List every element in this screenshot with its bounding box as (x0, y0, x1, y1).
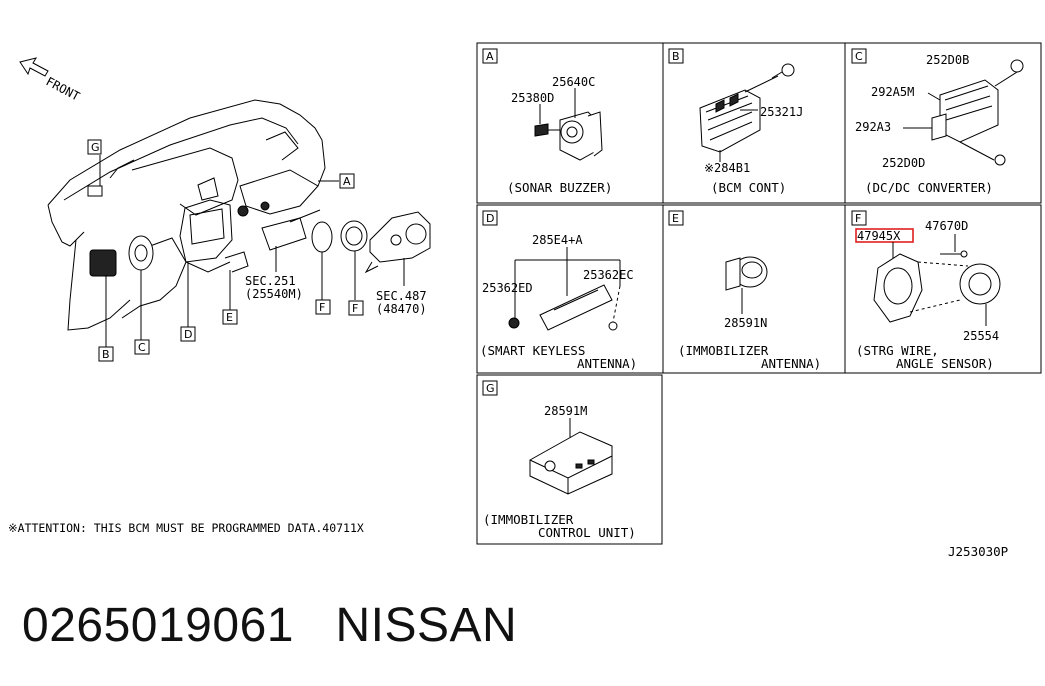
part-25380d: 25380D (511, 91, 554, 105)
svg-text:E: E (226, 311, 233, 324)
svg-text:F: F (352, 302, 358, 315)
part-292a3: 292A3 (855, 120, 891, 134)
caption-bcm-cont: (BCM CONT) (711, 180, 786, 195)
caption-smart-keyless-1: (SMART KEYLESS (480, 343, 585, 358)
part-28591n: 28591N (724, 316, 767, 330)
callout-g: G (87, 139, 102, 155)
callout-c: C (134, 339, 150, 355)
callout-d: D (180, 326, 196, 342)
caption-sonar-buzzer: (SONAR BUZZER) (507, 180, 612, 195)
svg-text:C: C (138, 341, 146, 354)
dashboard-illustration (47, 99, 431, 331)
dcdc-converter-illustration (931, 59, 1024, 166)
immobilizer-antenna-illustration (725, 256, 768, 291)
sec487-part: (48470) (376, 302, 427, 316)
svg-text:F: F (855, 212, 861, 225)
panel-b: B 25321J ※284B1 (BCM CONT) (668, 48, 803, 195)
svg-text:D: D (184, 328, 192, 341)
panel-c: C 252D0B 292A5M 292A3 252D0D (DC/DC CONV… (851, 48, 1024, 195)
panel-d: D 285E4+A 25362ED 25362EC (SMART KEYLESS… (480, 210, 637, 371)
part-25321j: 25321J (760, 105, 803, 119)
panel-grid (476, 42, 1042, 545)
svg-text:G: G (486, 382, 495, 395)
diagram-code: J253030P (948, 544, 1008, 559)
part-28591m: 28591M (544, 404, 587, 418)
part-25362ed: 25362ED (482, 281, 533, 295)
part-25554: 25554 (963, 329, 999, 343)
part-47670d: 47670D (925, 219, 968, 233)
part-292a5m: 292A5M (871, 85, 914, 99)
steering-sensor-illustration (873, 250, 1001, 323)
caption-immobilizer-cu-2: CONTROL UNIT) (538, 525, 636, 540)
footer-brand: NISSAN (335, 599, 518, 652)
footer-gap (294, 599, 336, 652)
callout-e: E (222, 309, 238, 325)
callout-a: A (339, 173, 355, 189)
overview-leaders (99, 155, 405, 347)
caption-strg-wire-1: (STRG WIRE, (856, 343, 939, 358)
part-252d0b: 252D0B (926, 53, 969, 67)
smart-keyless-antenna-illustration (508, 284, 618, 331)
bcm-illustration (699, 63, 795, 153)
sec487-label: SEC.487 (376, 289, 427, 303)
callout-f-1: F (315, 299, 331, 315)
part-252d0d: 252D0D (882, 156, 925, 170)
callout-f-2: F (348, 300, 364, 316)
callout-b: B (98, 346, 114, 362)
sec251-part: (25540M) (245, 287, 303, 301)
svg-text:G: G (91, 141, 100, 154)
footer-part-number: 0265019061 (22, 599, 294, 652)
sonar-buzzer-illustration (534, 111, 603, 161)
caption-smart-keyless-2: ANTENNA) (577, 356, 637, 371)
svg-text:A: A (343, 175, 351, 188)
panel-g: G 28591M (IMMOBILIZER CONTROL UNIT) (482, 380, 636, 540)
dashboard-overview: FRONT (8, 57, 431, 535)
part-25362ec: 25362EC (583, 268, 634, 282)
panel-e: E 28591N (IMMOBILIZER ANTENNA) (668, 210, 821, 371)
svg-text:D: D (486, 212, 494, 225)
caption-strg-wire-2: ANGLE SENSOR) (896, 356, 994, 371)
front-arrow-icon (19, 57, 49, 77)
svg-text:F: F (319, 301, 325, 314)
svg-text:E: E (672, 212, 679, 225)
front-label: FRONT (44, 74, 82, 103)
attention-note: ※ATTENTION: THIS BCM MUST BE PROGRAMMED … (8, 521, 364, 535)
caption-immobilizer-cu-1: (IMMOBILIZER (483, 512, 574, 527)
svg-text:B: B (672, 50, 680, 63)
part-285e4a: 285E4+A (532, 233, 583, 247)
footer-title: 0265019061 NISSAN (22, 598, 517, 653)
panel-f: F 47945X 47670D 25554 (STRG WIRE, ANGLE … (851, 210, 1001, 371)
panel-a: A 25640C 25380D (SONAR BUZZER) (482, 48, 612, 195)
svg-text:C: C (855, 50, 863, 63)
caption-immobilizer-antenna-1: (IMMOBILIZER (678, 343, 769, 358)
caption-dcdc-converter: (DC/DC CONVERTER) (865, 180, 993, 195)
svg-text:B: B (102, 348, 110, 361)
part-47945x: 47945X (857, 229, 901, 243)
immobilizer-control-unit-illustration (529, 431, 613, 495)
sec251-label: SEC.251 (245, 274, 296, 288)
highlight-47945x (855, 228, 914, 243)
caption-immobilizer-antenna-2: ANTENNA) (761, 356, 821, 371)
svg-text:A: A (486, 50, 494, 63)
part-284b1: ※284B1 (704, 161, 750, 175)
part-25640c: 25640C (552, 75, 595, 89)
